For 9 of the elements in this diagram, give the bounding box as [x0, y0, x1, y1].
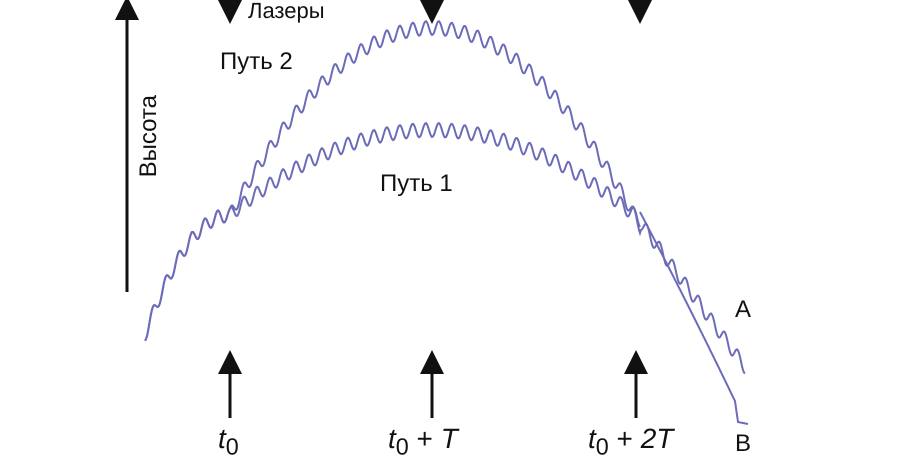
end-label: A — [735, 298, 752, 322]
time-label: t$_{0}$ + 2T — [588, 425, 674, 459]
path-label: Путь 1 — [380, 172, 453, 196]
end-label: B — [735, 432, 752, 456]
axis-label: Высота — [137, 95, 161, 178]
path-label: Путь 2 — [220, 50, 293, 74]
time-label: t$_{0}$ — [218, 425, 239, 459]
laser-label: Лазеры — [248, 0, 325, 22]
time-label: t$_{0}$ + T — [388, 425, 458, 459]
